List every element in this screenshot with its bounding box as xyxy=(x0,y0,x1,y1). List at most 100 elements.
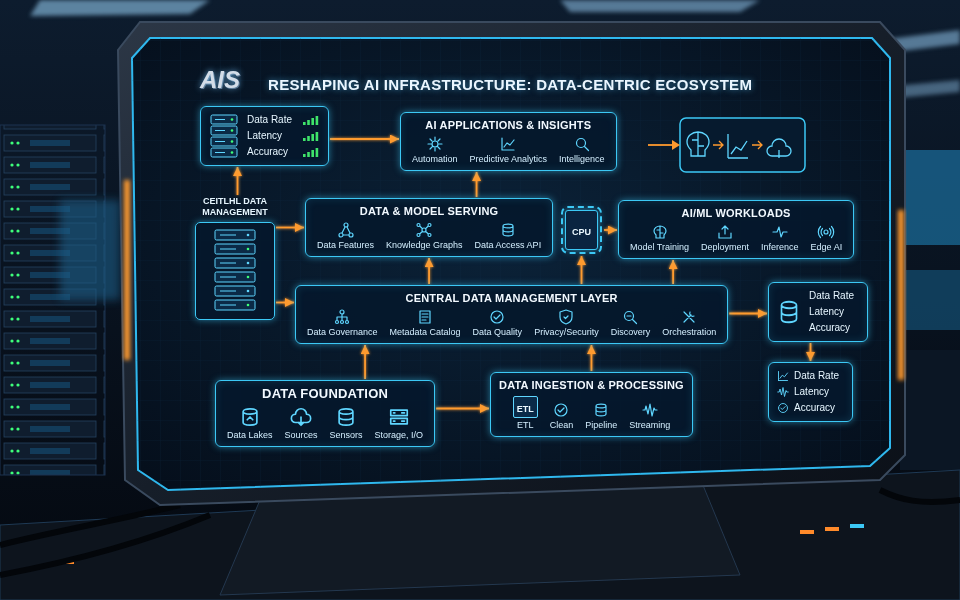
icon-glyph xyxy=(502,138,514,150)
metric-label: Data Rate xyxy=(247,114,297,126)
metric-list: Data RateLatencyAccuracy xyxy=(809,288,859,336)
document-icon: ETL xyxy=(513,396,538,418)
panel-heading: CENTRAL DATA MANAGEMENT LAYER xyxy=(304,291,719,305)
item-icon xyxy=(777,402,789,414)
server-led xyxy=(247,304,250,307)
item-label: ETL xyxy=(517,420,534,431)
item-icon xyxy=(593,402,609,418)
layer-band: CENTRAL DATA MANAGEMENT LAYER Data Govern… xyxy=(295,285,728,344)
item-cell: Model Training xyxy=(627,224,692,253)
flow-arrow xyxy=(330,138,399,140)
item-label: Discovery xyxy=(611,327,651,338)
metrics-box: Data RateLatencyAccuracy xyxy=(200,106,329,166)
leader-line xyxy=(648,144,674,146)
metric-row: Accuracy xyxy=(247,144,320,160)
connectors xyxy=(238,139,811,409)
icon-text: ETL xyxy=(517,404,534,414)
server-slot xyxy=(220,305,236,306)
item-cell: Storage, I/O xyxy=(372,406,427,441)
signal-bar xyxy=(311,118,314,125)
server-unit xyxy=(211,126,237,135)
signal-bar xyxy=(316,116,319,125)
item-cell: Pipeline xyxy=(582,402,620,431)
server-slot xyxy=(220,263,236,264)
icon-glyph xyxy=(779,404,788,413)
item-icon xyxy=(489,309,505,325)
flow-arrow xyxy=(581,256,583,284)
metric-label: Latency xyxy=(809,306,859,318)
item-icon xyxy=(717,224,733,240)
item-icon xyxy=(417,309,433,325)
server-slot xyxy=(215,141,225,142)
server-led xyxy=(247,262,250,265)
server-icon xyxy=(209,113,239,159)
bezel-glow xyxy=(124,180,130,360)
item-label: Inference xyxy=(761,242,799,253)
icon-glyph xyxy=(643,404,657,416)
console-led xyxy=(850,524,864,528)
metric-row: Data Rate xyxy=(809,288,859,304)
item-cell: Edge AI xyxy=(808,224,846,253)
flow-arrow xyxy=(810,343,812,361)
signal-bar xyxy=(311,134,314,141)
item-label: Data Governance xyxy=(307,327,378,338)
server-slot xyxy=(215,119,225,120)
icon-glyph xyxy=(773,227,787,237)
item-row: ETL ETL Clean Pipeline Streaming xyxy=(499,396,684,431)
item-icon xyxy=(622,309,638,325)
icon-glyph xyxy=(819,227,834,238)
item-label: Deployment xyxy=(701,242,749,253)
item-row: AutomationPredictive AnalyticsIntelligen… xyxy=(409,136,608,165)
item-label: Data Quality xyxy=(473,327,523,338)
metric-label: Accuracy xyxy=(247,146,297,158)
item-cell: Data Features xyxy=(314,222,377,251)
item-label: Pipeline xyxy=(585,420,617,431)
panel-heading: AI APPLICATIONS & INSIGHTS xyxy=(409,118,608,132)
server-led xyxy=(247,248,250,251)
metric-label: Latency xyxy=(247,130,297,142)
item-label: Model Training xyxy=(630,242,689,253)
flow-arrow xyxy=(276,227,304,229)
item-icon xyxy=(777,370,789,382)
icon-glyph xyxy=(654,226,666,238)
server-unit xyxy=(215,230,255,240)
icon-glyph xyxy=(243,409,257,425)
item-cell: Streaming xyxy=(626,402,673,431)
flow-arrow xyxy=(713,141,723,149)
server-slot xyxy=(220,291,236,292)
item-label: Data Features xyxy=(317,240,374,251)
item-label: Orchestration xyxy=(662,327,716,338)
item-cell: Automation xyxy=(409,136,461,165)
icon-glyph xyxy=(503,224,513,236)
icon-glyph xyxy=(596,404,606,416)
server-unit xyxy=(211,115,237,124)
icon-glyph xyxy=(391,410,408,424)
item-label: Sensors xyxy=(330,430,363,441)
metric-label: Data Rate xyxy=(794,370,844,382)
title-holder: RESHAPING AI INFRASTRUCTURE: DATA-CENTRI… xyxy=(268,76,752,94)
item-icon xyxy=(574,136,590,152)
group-heading: CEITLHL DATA MANAGEMENT xyxy=(195,196,275,218)
icon-glyph xyxy=(779,372,788,381)
panel-heading: DATA INGESTION & PROCESSING xyxy=(499,378,684,392)
metric-row: Latency xyxy=(809,304,859,320)
item-icon xyxy=(335,406,357,428)
item-icon xyxy=(681,309,697,325)
icon-glyph xyxy=(555,404,567,416)
cables xyxy=(0,490,960,575)
flow-arrow xyxy=(276,302,294,304)
item-cell: Intelligence xyxy=(556,136,608,165)
item-label: Clean xyxy=(550,420,574,431)
icon-glyph xyxy=(684,312,694,322)
item-icon xyxy=(290,406,312,428)
item-cell: Data Lakes xyxy=(224,406,276,441)
cpu-chip: CPU xyxy=(565,210,598,250)
server-slot xyxy=(220,249,236,250)
item-icon xyxy=(652,224,668,240)
signal-bar xyxy=(303,122,306,125)
flow-arrow xyxy=(436,408,489,410)
item-icon xyxy=(772,224,788,240)
server-unit xyxy=(215,300,255,310)
item-row: Model Training Deployment Inference Edge AI xyxy=(627,224,845,253)
server-unit xyxy=(215,272,255,282)
